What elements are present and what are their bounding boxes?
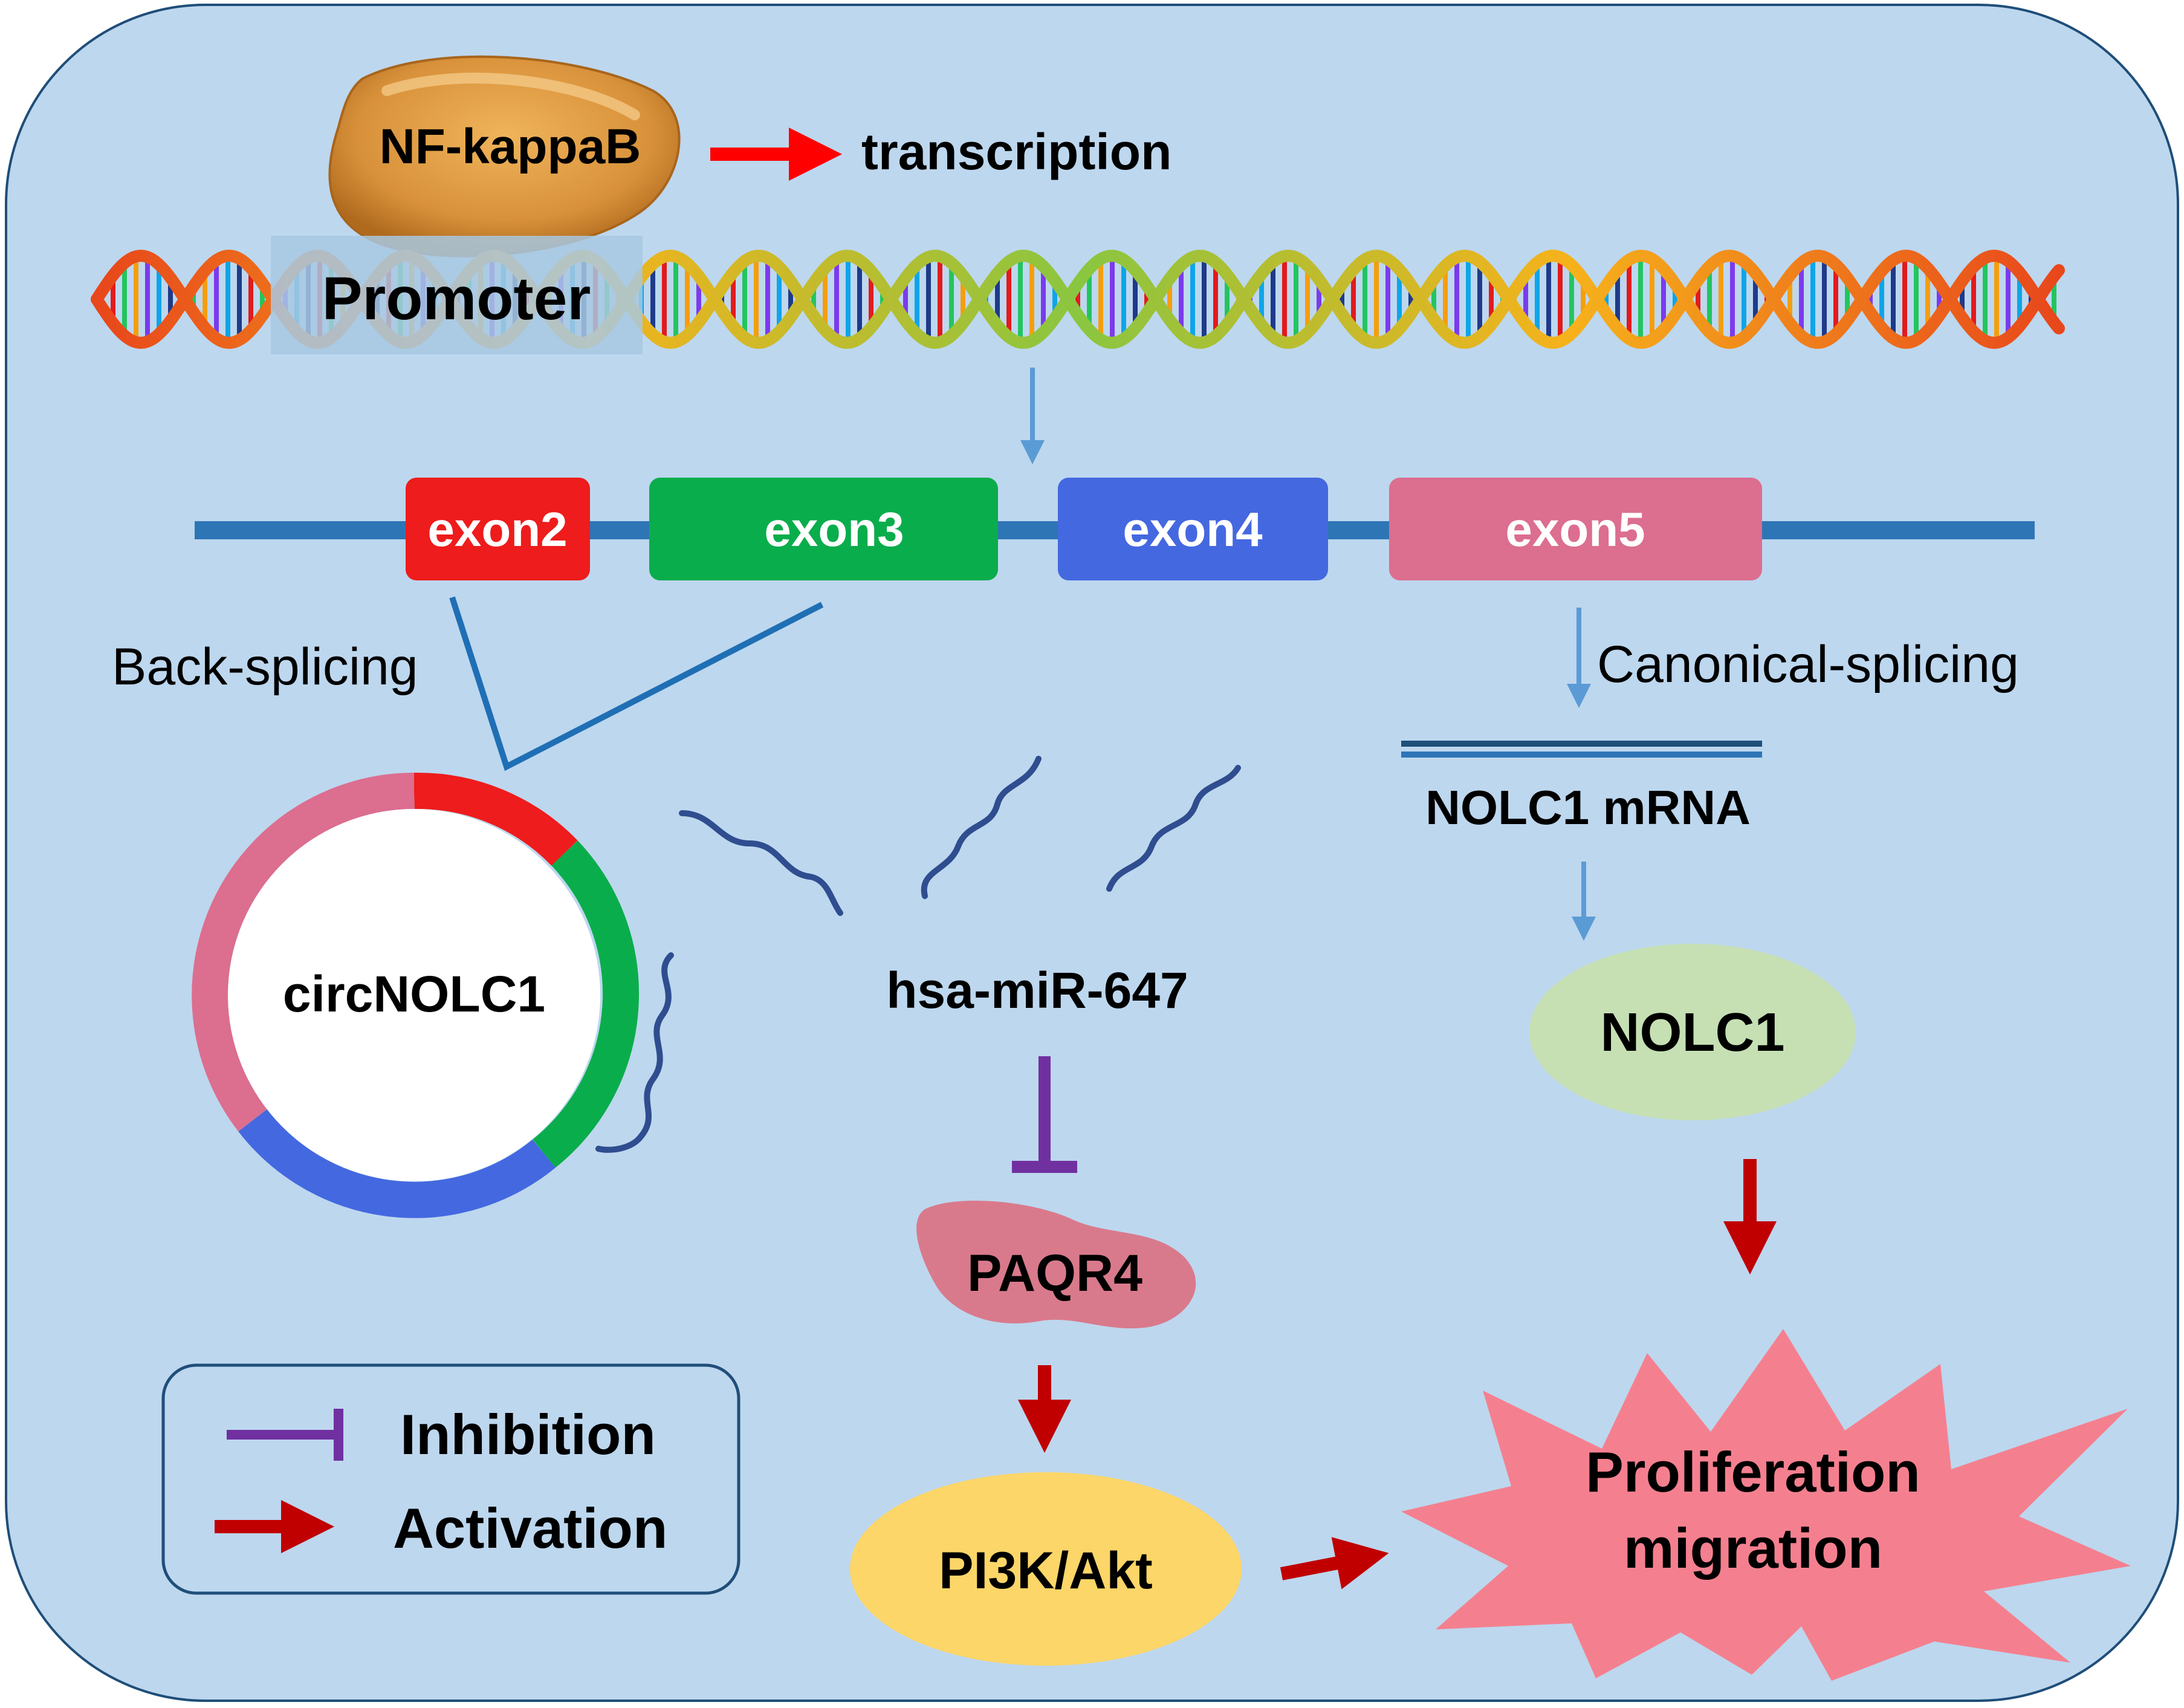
nolc1-mrna — [1401, 741, 1762, 758]
pi3k-to-outcome-arrow — [1280, 1537, 1389, 1589]
circ-segment-pink — [192, 773, 415, 1132]
exon3-label: exon3 — [764, 502, 904, 556]
canonical-splicing-label: Canonical-splicing — [1597, 635, 2019, 693]
nolc1-protein — [1529, 944, 1856, 1120]
circ-segment-blue — [238, 1109, 556, 1218]
exon2-label: exon2 — [427, 502, 567, 556]
exon2-block: exon2 — [406, 478, 590, 580]
paqr4-label: PAQR4 — [967, 1244, 1142, 1302]
circ-segment-green — [533, 840, 640, 1168]
paqr4-protein — [916, 1200, 1196, 1329]
nfkb-protein: NF-kappaB — [328, 55, 681, 258]
mirna-squiggle-2 — [921, 756, 1042, 899]
transcription-label: transcription — [861, 123, 1171, 180]
background-panel — [5, 4, 2179, 1702]
back-splicing-label: Back-splicing — [112, 638, 418, 696]
legend-activation-label: Activation — [393, 1496, 667, 1560]
mirna-squiggle-1 — [679, 810, 843, 916]
exon3-block: exon3 — [649, 478, 998, 580]
circ-segment-red — [413, 772, 578, 866]
nolc1-label: NOLC1 — [1600, 1002, 1784, 1063]
mirna-squiggle-4 — [595, 952, 674, 1153]
exon4-block: exon4 — [1058, 478, 1328, 580]
pi3k-akt-label: PI3K/Akt — [939, 1542, 1153, 1600]
exon4-label: exon4 — [1123, 502, 1263, 556]
pi3k-akt-node — [850, 1472, 1242, 1666]
circnolc1-label: circNOLC1 — [283, 966, 545, 1022]
mirna-squiggle-3 — [1106, 765, 1241, 892]
exon5-block: exon5 — [1389, 478, 1762, 580]
mirna-molecules — [595, 756, 1241, 1153]
legend: Inhibition Activation — [161, 1363, 740, 1595]
nolc1-mrna-label: NOLC1 mRNA — [1425, 781, 1751, 834]
outcome-line1: Proliferation — [1586, 1440, 1920, 1504]
legend-inhibition-symbol — [227, 1409, 343, 1461]
mirna-label: hsa-miR-647 — [886, 962, 1188, 1019]
outcome-line2: migration — [1624, 1516, 1882, 1580]
exon5-label: exon5 — [1505, 502, 1645, 556]
legend-inhibition-label: Inhibition — [400, 1403, 656, 1466]
mirna-inhibits-paqr4 — [1012, 1056, 1077, 1173]
circnolc1-ring — [192, 772, 640, 1218]
promoter-box — [271, 236, 643, 354]
outcome-burst — [1401, 1329, 2131, 1681]
promoter-label: Promoter — [322, 265, 591, 333]
nfkb-label: NF-kappaB — [380, 119, 641, 174]
back-splicing-line — [449, 596, 824, 771]
